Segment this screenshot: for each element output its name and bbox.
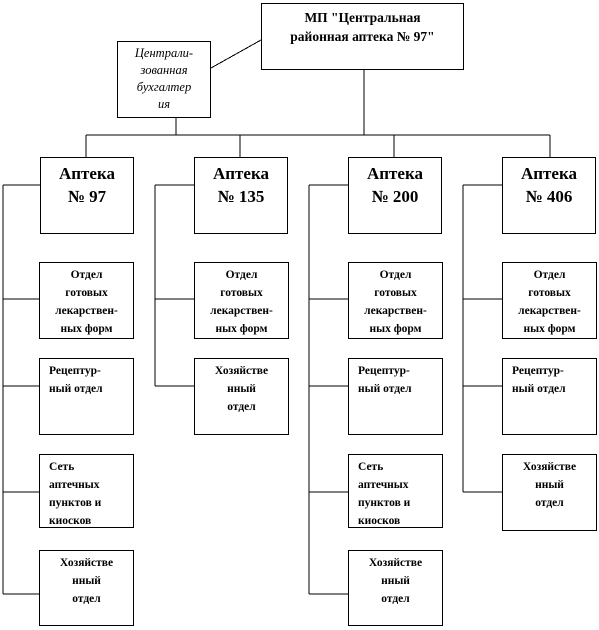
department-box: Рецептур- ный отдел <box>502 358 597 435</box>
department-label: Сеть аптечных пунктов и киосков <box>49 461 102 527</box>
pharmacy-label: Аптека № 406 <box>520 164 577 206</box>
pharmacy-box: Аптека № 200 <box>348 157 442 234</box>
department-box: Сеть аптечных пунктов и киосков <box>348 454 443 528</box>
department-label: Отдел готовых лекарствен- ных форм <box>210 269 273 335</box>
department-box: Хозяйстве нный отдел <box>39 550 134 626</box>
pharmacy-label: Аптека № 97 <box>58 164 115 206</box>
pharmacy-box: Аптека № 97 <box>40 157 134 234</box>
department-box: Отдел готовых лекарствен- ных форм <box>194 262 289 339</box>
department-label: Хозяйстве нный отдел <box>522 461 577 509</box>
department-label: Отдел готовых лекарствен- ных форм <box>55 269 118 335</box>
accounting-box: Централи- зованная бухгалтер ия <box>117 41 211 118</box>
department-label: Сеть аптечных пунктов и киосков <box>358 461 411 527</box>
department-box: Хозяйстве нный отдел <box>194 358 289 435</box>
department-box: Отдел готовых лекарствен- ных форм <box>348 262 443 339</box>
department-label: Отдел готовых лекарствен- ных форм <box>518 269 581 335</box>
department-label: Хозяйстве нный отдел <box>214 365 269 413</box>
department-label: Рецептур- ный отдел <box>49 365 103 395</box>
department-box: Отдел готовых лекарствен- ных форм <box>39 262 134 339</box>
department-box: Рецептур- ный отдел <box>348 358 443 435</box>
department-label: Хозяйстве нный отдел <box>59 557 114 605</box>
accounting-label: Централи- зованная бухгалтер ия <box>134 46 194 111</box>
root-organization-label: МП "Центральная районная аптека № 97" <box>290 10 435 44</box>
department-box: Хозяйстве нный отдел <box>348 550 443 626</box>
department-label: Рецептур- ный отдел <box>358 365 412 395</box>
pharmacy-label: Аптека № 200 <box>366 164 423 206</box>
pharmacy-box: Аптека № 406 <box>502 157 596 234</box>
department-box: Хозяйстве нный отдел <box>502 454 597 531</box>
pharmacy-label: Аптека № 135 <box>212 164 269 206</box>
department-label: Отдел готовых лекарствен- ных форм <box>364 269 427 335</box>
department-box: Отдел готовых лекарствен- ных форм <box>502 262 597 339</box>
department-label: Рецептур- ный отдел <box>512 365 566 395</box>
department-label: Хозяйстве нный отдел <box>368 557 423 605</box>
pharmacy-box: Аптека № 135 <box>194 157 288 234</box>
department-box: Рецептур- ный отдел <box>39 358 134 435</box>
department-box: Сеть аптечных пунктов и киосков <box>39 454 134 528</box>
root-organization-box: МП "Центральная районная аптека № 97" <box>261 3 464 70</box>
